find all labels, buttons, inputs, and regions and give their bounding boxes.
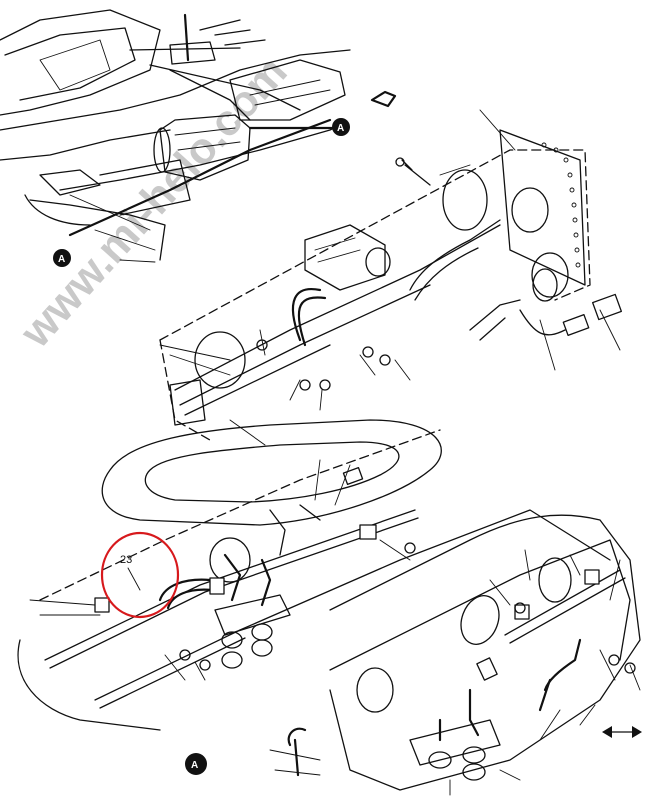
helicopter-boom-illustration: A A — [0, 9, 397, 267]
upper-bulkhead-detail — [159, 109, 623, 446]
detail-view-arrow-icon: A — [332, 118, 350, 136]
detail-view-arrow-icon: A — [185, 753, 207, 775]
callout-highlight-circle — [100, 531, 180, 619]
detail-view-arrow-icon: A — [53, 249, 71, 267]
callout-number: 23 — [120, 554, 132, 566]
view-ref-a-top-left: A — [58, 254, 65, 265]
view-ref-a-bottom: A — [191, 760, 198, 771]
view-ref-a-top-right: A — [337, 123, 344, 134]
callout-item-23[interactable]: 23 — [100, 531, 180, 619]
horizontal-double-arrow-icon — [602, 726, 642, 738]
lower-plumbing-detail — [17, 429, 641, 796]
fuel-line-loop — [101, 419, 442, 526]
rivet-holes — [541, 142, 581, 268]
callout-leader-line — [127, 567, 141, 591]
view-arrow-line — [68, 118, 332, 237]
pointer-hand-icon — [370, 90, 397, 108]
